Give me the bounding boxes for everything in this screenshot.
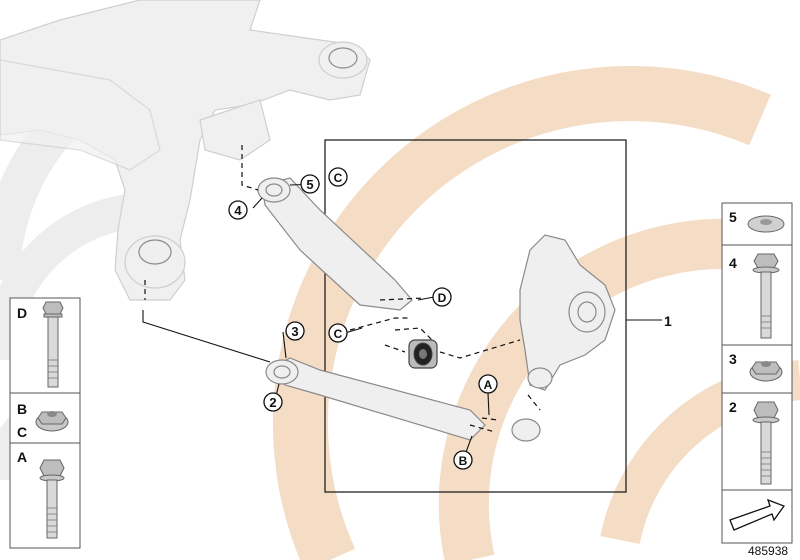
callout-2: 2 (263, 392, 283, 412)
callout-5-label: 5 (306, 177, 313, 192)
detail-box (324, 139, 627, 493)
callout-C-mid: C (328, 323, 348, 343)
callout-A-label: A (484, 378, 493, 392)
reference-number: 485938 (748, 544, 788, 558)
legend-right: 5 4 3 2 (721, 202, 793, 544)
legend-right-5-label: 5 (729, 209, 737, 225)
callout-3-label: 3 (291, 324, 298, 339)
legend-right-2-label: 2 (729, 399, 737, 415)
subframe (0, 0, 371, 301)
callout-A: A (478, 374, 498, 394)
callout-D: D (432, 287, 452, 307)
callout-3: 3 (285, 321, 305, 341)
direction-arrow-icon (729, 498, 786, 531)
bolt-2-icon (752, 401, 780, 485)
bolt-A-icon (39, 459, 65, 539)
washer-icon (747, 215, 785, 233)
legend-left-D-label: D (17, 305, 27, 321)
legend-left-C-label: C (17, 424, 27, 440)
callout-4-label: 4 (234, 203, 242, 218)
bolt-D-icon (42, 301, 64, 388)
callout-2-label: 2 (269, 395, 276, 410)
legend-left-B-label: B (17, 401, 27, 417)
callout-4: 4 (228, 200, 248, 220)
bushing (408, 339, 438, 369)
wheel-carrier (519, 234, 616, 391)
callout-C-top: C (328, 167, 348, 187)
callout-C-top-label: C (334, 171, 343, 185)
nut-3-icon (749, 361, 783, 382)
callout-5: 5 (300, 174, 320, 194)
legend-right-3-label: 3 (729, 351, 737, 367)
legend-left-A-label: A (17, 449, 27, 465)
lower-control-arm (265, 357, 541, 442)
legend-left: D B C A (9, 297, 81, 549)
callout-D-label: D (438, 291, 447, 305)
bolt-4-icon (752, 253, 780, 339)
callout-B-label: B (459, 454, 468, 468)
callout-1-label: 1 (664, 313, 672, 329)
legend-right-4-label: 4 (729, 255, 737, 271)
flange-nut-icon (35, 411, 69, 432)
callout-B: B (453, 450, 473, 470)
assembly-lines (144, 145, 541, 433)
callout-C-mid-label: C (334, 327, 343, 341)
